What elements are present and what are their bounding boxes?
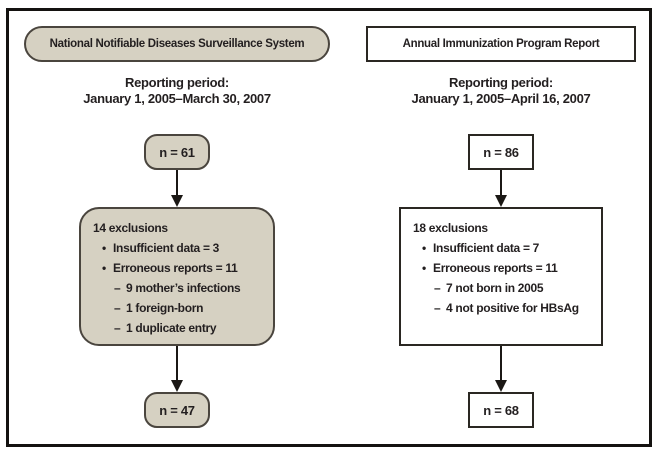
exclusion-text: 7 not born in 2005: [446, 281, 544, 295]
arrow-head-icon: [495, 195, 507, 207]
arrow-head-icon: [171, 380, 183, 392]
nndss-exclusions-box: 14 exclusions • Insufficient data = 3 • Er…: [79, 207, 275, 346]
arrow-head-icon: [171, 195, 183, 207]
down-arrow: [495, 170, 507, 207]
nndss-reporting-period: Reporting period: January 1, 2005–March …: [83, 75, 271, 107]
nndss-n-final-value: n = 47: [159, 402, 195, 418]
exclusion-text: 4 not positive for HBsAg: [446, 301, 579, 315]
exclusion-item: –1 foreign-born: [114, 298, 267, 318]
dash-marker: –: [114, 281, 121, 295]
exclusion-item: • Erroneous reports = 11: [422, 258, 595, 278]
reporting-period-dates: January 1, 2005–April 16, 2007: [411, 91, 591, 106]
down-arrow: [495, 346, 507, 392]
dash-marker: –: [434, 281, 441, 295]
bullet-marker: •: [102, 261, 106, 275]
immunization-reporting-period: Reporting period: January 1, 2005–April …: [412, 75, 591, 107]
reporting-period-dates: January 1, 2005–March 30, 2007: [83, 91, 271, 106]
down-arrow: [171, 170, 183, 207]
immunization-n-final-value: n = 68: [483, 402, 519, 418]
dash-marker: –: [114, 301, 121, 315]
dash-marker: –: [114, 321, 121, 335]
exclusion-item: • Erroneous reports = 11: [102, 258, 267, 278]
exclusion-item: • Insufficient data = 3: [102, 238, 267, 258]
exclusion-item: –1 duplicate entry: [114, 318, 267, 338]
exclusions-list: • Insufficient data = 3 • Erroneous report…: [93, 238, 267, 338]
exclusion-item: –9 mother’s infections: [114, 278, 267, 298]
nndss-n-initial-box: n = 61: [144, 134, 210, 170]
immunization-exclusions-box: 18 exclusions • Insufficient data = 7 • Er…: [399, 207, 603, 346]
nndss-header-box: National Notifiable Diseases Surveillanc…: [24, 26, 330, 62]
bullet-marker: •: [422, 241, 426, 255]
arrow-stem: [176, 346, 178, 380]
figure-frame: [6, 8, 652, 447]
nndss-n-initial-value: n = 61: [159, 144, 195, 160]
arrow-head-icon: [495, 380, 507, 392]
exclusion-text: Erroneous reports = 11: [433, 261, 558, 275]
exclusion-item: –7 not born in 2005: [434, 278, 595, 298]
immunization-column: Annual Immunization Program Report Repor…: [345, 0, 657, 428]
immunization-n-initial-value: n = 86: [483, 144, 519, 160]
exclusion-text: 1 duplicate entry: [126, 321, 217, 335]
exclusion-item: • Insufficient data = 7: [422, 238, 595, 258]
exclusion-text: Erroneous reports = 11: [113, 261, 238, 275]
immunization-header-label: Annual Immunization Program Report: [402, 38, 600, 50]
dash-marker: –: [434, 301, 441, 315]
immunization-header-box: Annual Immunization Program Report: [366, 26, 636, 62]
exclusions-title: 18 exclusions: [413, 221, 488, 235]
reporting-period-label: Reporting period:: [125, 75, 229, 90]
nndss-header-label: National Notifiable Diseases Surveillanc…: [49, 38, 305, 50]
exclusion-text: Insufficient data = 7: [433, 241, 540, 255]
exclusion-text: Insufficient data = 3: [113, 241, 220, 255]
exclusion-text: 1 foreign-born: [126, 301, 204, 315]
exclusions-list: • Insufficient data = 7 • Erroneous report…: [413, 238, 595, 318]
exclusion-item: –4 not positive for HBsAg: [434, 298, 595, 318]
immunization-n-initial-box: n = 86: [468, 134, 534, 170]
exclusions-title: 14 exclusions: [93, 221, 168, 235]
reporting-period-label: Reporting period:: [449, 75, 553, 90]
nndss-column: National Notifiable Diseases Surveillanc…: [12, 0, 342, 428]
down-arrow: [171, 346, 183, 392]
bullet-marker: •: [102, 241, 106, 255]
exclusion-text: 9 mother’s infections: [126, 281, 241, 295]
arrow-stem: [176, 170, 178, 195]
bullet-marker: •: [422, 261, 426, 275]
immunization-n-final-box: n = 68: [468, 392, 534, 428]
arrow-stem: [500, 170, 502, 195]
arrow-stem: [500, 346, 502, 380]
nndss-n-final-box: n = 47: [144, 392, 210, 428]
